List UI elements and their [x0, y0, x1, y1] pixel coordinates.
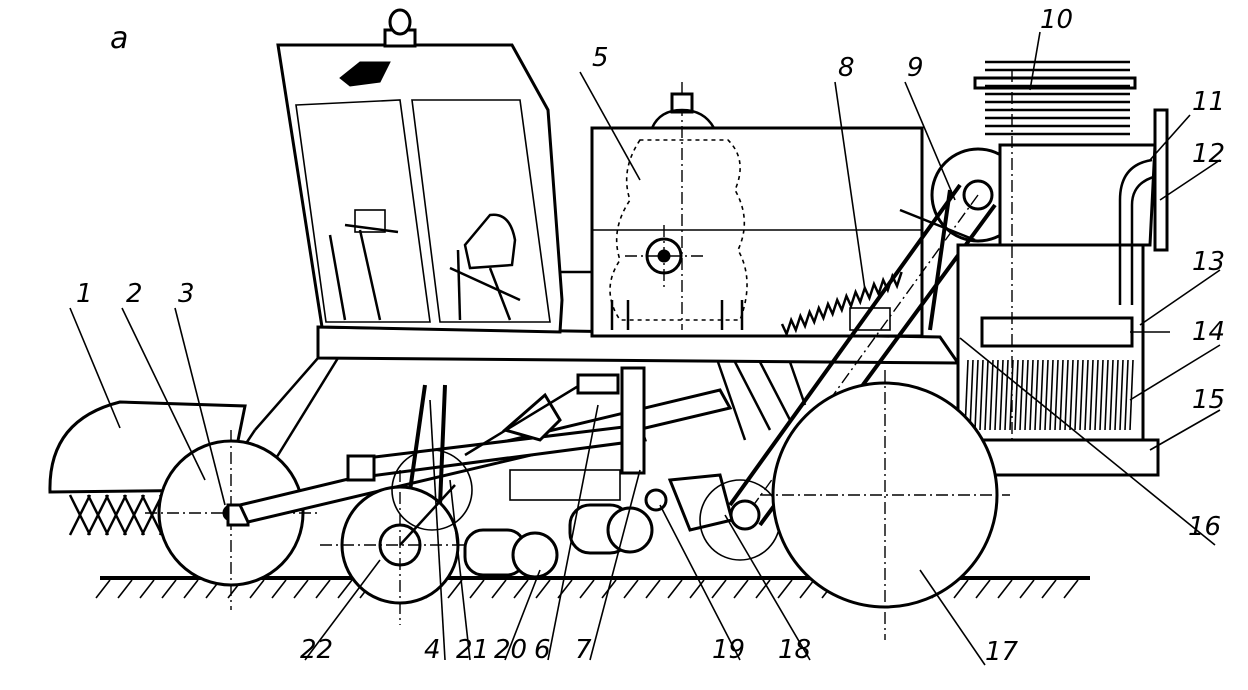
callout-1: 1	[76, 279, 93, 309]
callout-22: 22	[300, 635, 333, 665]
callout-5: 5	[592, 43, 609, 73]
rollers	[463, 469, 781, 579]
callout-9: 9	[907, 53, 924, 83]
callout-12: 12	[1192, 139, 1225, 169]
callout-7: 7	[575, 635, 592, 665]
callout-15: 15	[1192, 385, 1225, 415]
linkage-arms	[237, 366, 733, 524]
cab	[276, 8, 592, 334]
callout-16: 16	[1188, 512, 1221, 542]
subfigure-label: а	[110, 21, 128, 56]
callout-18: 18	[778, 635, 811, 665]
callout-19: 19	[712, 635, 745, 665]
rear-wheel	[760, 370, 1010, 640]
callout-3: 3	[178, 279, 195, 309]
callout-labels: 1 2 3 4 5 6 7 8 9 10 11 12 13 14 15 16 1…	[76, 5, 1225, 667]
leader-lines	[69, 31, 1221, 666]
callout-13: 13	[1192, 247, 1225, 277]
callout-6: 6	[534, 635, 551, 665]
front-wheel	[145, 430, 320, 610]
digger-wheel	[320, 449, 480, 625]
callout-10: 10	[1040, 5, 1073, 35]
callout-11: 11	[1192, 87, 1225, 117]
rear-unit	[931, 60, 1170, 477]
callout-21: 21	[456, 635, 489, 665]
callout-20: 20	[494, 635, 527, 665]
callout-17: 17	[985, 637, 1019, 667]
callout-14: 14	[1192, 317, 1225, 347]
engine-hopper	[590, 82, 924, 338]
callout-8: 8	[838, 53, 855, 83]
callout-4: 4	[424, 635, 441, 665]
callout-2: 2	[126, 279, 143, 309]
